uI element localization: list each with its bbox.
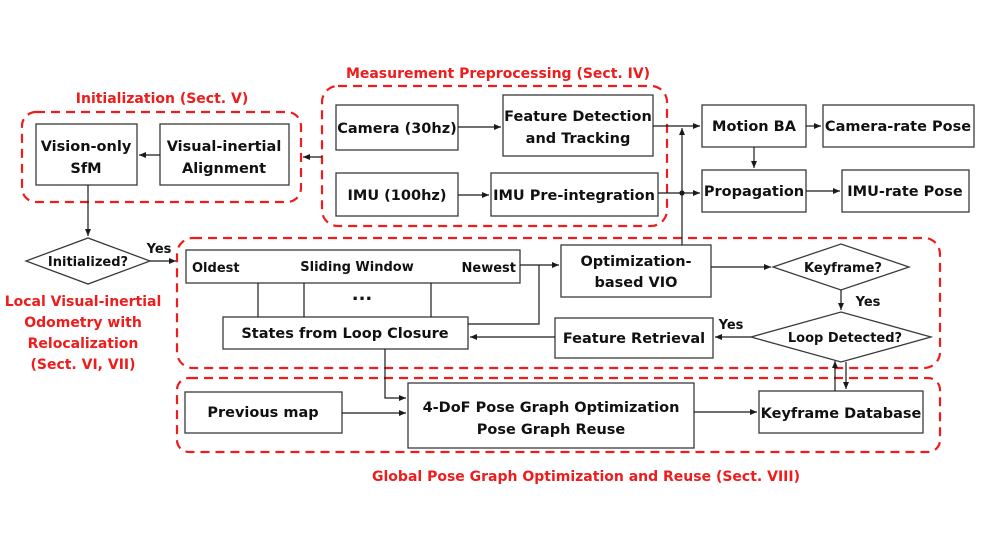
sliding-window-oldest: Oldest	[192, 261, 240, 276]
region-measurement-preprocessing	[320, 84, 669, 228]
node-previous-map-text: Previous map	[207, 405, 318, 421]
node-propagation-text: Propagation	[704, 184, 804, 200]
region-local-vio	[175, 236, 942, 370]
region-initialization	[20, 110, 303, 204]
node-motion-ba	[701, 104, 807, 148]
node-imu-preintegration	[490, 172, 659, 217]
node-motion-ba-text: Motion BA	[712, 119, 797, 135]
edge-loop-states-to-vio	[468, 265, 540, 325]
node-imu-rate-pose	[841, 169, 970, 213]
node-previous-map	[184, 391, 343, 434]
region-global-pose-graph	[175, 376, 942, 454]
node-keyframe-database	[758, 390, 924, 434]
region-measurement-label: Measurement Preprocessing (Sect. IV)	[346, 66, 650, 82]
decision-keyframe	[770, 243, 912, 291]
node-optimization-vio	[560, 244, 712, 298]
edge-loop-states-to-pose-graph	[384, 349, 406, 401]
node-camera-rate-pose	[822, 104, 975, 148]
region-local-vio-label-4: (Sect. VI, VII)	[30, 357, 135, 373]
node-vision-only-sfm	[35, 123, 138, 186]
node-vi-alignment-text-1: Visual-inertial	[167, 139, 282, 155]
node-pose-graph	[407, 382, 695, 449]
node-imu-text: IMU (100hz)	[348, 188, 447, 204]
node-optimization-vio-text-2: based VIO	[595, 275, 678, 291]
region-local-vio-label-1: Local Visual-inertial	[5, 294, 162, 310]
node-vi-alignment-text-2: Alignment	[182, 161, 266, 177]
node-propagation	[701, 169, 807, 213]
node-feature-retrieval-text: Feature Retrieval	[563, 331, 705, 347]
node-camera-rate-pose-text: Camera-rate Pose	[825, 119, 971, 135]
region-global-label: Global Pose Graph Optimization and Reuse…	[372, 469, 800, 485]
node-camera	[335, 104, 459, 151]
node-keyframe-database-text: Keyframe Database	[761, 406, 922, 422]
node-states-loop-closure	[222, 316, 469, 350]
decision-loop-detected	[748, 311, 934, 363]
node-imu-preintegration-text: IMU Pre-integration	[493, 188, 655, 204]
node-camera-text: Camera (30hz)	[337, 121, 457, 137]
node-pose-graph-text-1: 4-DoF Pose Graph Optimization	[423, 400, 680, 416]
node-feature-detection-text-1: Feature Detection	[504, 109, 652, 125]
edge-label-loop-yes: Yes	[718, 318, 744, 333]
node-optimization-vio-text-1: Optimization-	[580, 254, 691, 270]
region-initialization-label: Initialization (Sect. V)	[76, 91, 248, 107]
node-vision-only-sfm-text-2: SfM	[70, 161, 101, 177]
edge-label-keyframe-yes: Yes	[855, 295, 881, 310]
node-states-loop-closure-text: States from Loop Closure	[241, 326, 448, 342]
region-local-vio-label-2: Odometry with	[24, 315, 142, 331]
node-feature-retrieval	[554, 317, 714, 359]
decision-initialized-text: Initialized?	[48, 255, 128, 270]
node-feature-detection-text-2: and Tracking	[526, 131, 631, 147]
sliding-window-title: Sliding Window	[300, 260, 413, 275]
decision-loop-detected-text: Loop Detected?	[788, 331, 902, 346]
node-vision-only-sfm-text-1: Vision-only	[41, 139, 132, 155]
sliding-window-newest: Newest	[462, 261, 516, 276]
decision-keyframe-text: Keyframe?	[804, 261, 882, 276]
sliding-window-ellipsis: ...	[352, 284, 373, 305]
region-local-vio-label-3: Relocalization	[28, 336, 139, 352]
node-sliding-window	[185, 249, 521, 284]
edge-label-init-yes: Yes	[146, 242, 172, 257]
node-imu-rate-pose-text: IMU-rate Pose	[847, 184, 963, 200]
node-pose-graph-text-2: Pose Graph Reuse	[477, 422, 626, 438]
